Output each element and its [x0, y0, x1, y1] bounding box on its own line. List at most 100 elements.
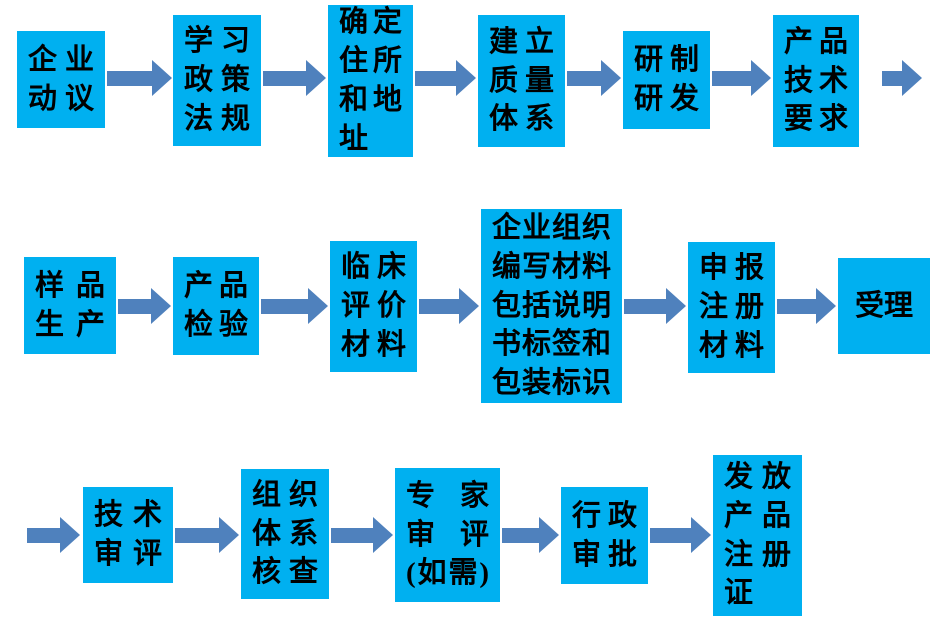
step-text-line: 企业 [28, 43, 94, 76]
arrow-shaft [263, 70, 306, 86]
step-text-line: 产品 [184, 270, 248, 303]
arrow-head [601, 60, 621, 96]
arrow-shaft [502, 527, 539, 543]
step-text-line: 政策 [184, 64, 250, 97]
step-text-line: 学习 [184, 25, 250, 58]
step-text-line: 企业组织 [492, 211, 611, 244]
arrow-shaft [712, 70, 751, 86]
step-text-line: 编写材料 [492, 250, 611, 283]
step-text-line: 研发 [634, 83, 699, 115]
arrow-shaft [331, 527, 373, 543]
step-text-line: 体系 [252, 517, 318, 550]
step-text-line: 检验 [184, 309, 248, 341]
arrow-head [152, 60, 172, 96]
step-text-line: 研制 [634, 44, 699, 77]
flow-step-issue-registration-certificate: 发放 产品 注册 证 [713, 455, 802, 616]
flow-step-acceptance: 受理 [838, 258, 930, 354]
arrow-head [539, 517, 559, 553]
flow-step-determine-address: 确定 住所 和地 址 [328, 5, 413, 157]
flow-step-quality-system-inspection: 组织 体系 核查 [241, 469, 329, 599]
step-text-line: 技术 [94, 499, 162, 532]
arrow-right-icon [175, 517, 239, 553]
arrow-right-icon [261, 288, 328, 324]
arrow-right-icon [107, 60, 172, 96]
arrow-head [816, 288, 836, 324]
flow-step-expert-review: 专家 审评 (如需) [395, 468, 500, 602]
flow-step-quality-system: 建立 质量 体系 [478, 15, 565, 147]
step-text-line: 动议 [28, 82, 94, 115]
step-text-line: 评价 [341, 290, 406, 323]
arrow-head [691, 517, 711, 553]
step-text-line: (如需) [406, 557, 489, 590]
step-text-line: 法规 [184, 102, 250, 135]
arrow-head [751, 60, 771, 96]
arrow-shaft [261, 298, 308, 314]
arrow-right-icon [712, 60, 771, 96]
step-text-line: 受理 [854, 289, 913, 322]
step-text-line: 材料 [699, 329, 764, 362]
flow-step-research-development: 研制 研发 [623, 31, 710, 129]
arrow-shaft [624, 298, 666, 314]
flow-step-prepare-materials: 企业组织 编写材料 包括说明 书标签和 包装标识 [481, 209, 622, 403]
arrow-head [902, 60, 922, 96]
flow-step-product-tech-requirements: 产品 技术 要求 [773, 15, 859, 147]
step-text-line: 注册 [699, 291, 764, 324]
arrow-head [306, 60, 326, 96]
step-text-line: 址 [339, 122, 369, 155]
flow-step-submit-registration-materials: 申报 注册 材料 [688, 242, 775, 373]
step-text-line: 产品 [784, 25, 848, 58]
arrow-shaft [882, 70, 902, 86]
step-text-line: 审评 [406, 518, 489, 551]
step-text-line: 确定 [339, 6, 402, 39]
step-text-line: 质量 [489, 64, 554, 97]
arrow-shaft [419, 298, 459, 314]
flow-step-enterprise-proposal: 企业 动议 [17, 31, 105, 128]
arrow-shaft [415, 70, 456, 86]
flow-step-study-policies: 学习 政策 法规 [173, 15, 261, 146]
step-text-line: 书标签和 [492, 328, 611, 361]
arrow-head [308, 288, 328, 324]
step-text-line: 审批 [572, 538, 637, 571]
arrow-right-icon [624, 288, 686, 324]
step-text-line: 核查 [252, 556, 318, 589]
step-text-line: 包括说明 [492, 289, 611, 322]
arrow-head [666, 288, 686, 324]
step-text-line: 建立 [489, 25, 554, 58]
arrow-right-icon [777, 288, 836, 324]
arrow-head [459, 288, 479, 324]
step-text-line: 包装标识 [492, 367, 611, 400]
step-text-line: 发放 [724, 460, 791, 493]
flow-step-administrative-approval: 行政 审批 [561, 487, 648, 584]
arrow-right-icon [882, 60, 922, 96]
arrow-head [151, 288, 171, 324]
step-text-line: 行政 [572, 499, 637, 532]
arrow-shaft [107, 70, 152, 86]
flow-step-product-inspection: 产品 检验 [173, 257, 259, 355]
step-text-line: 技术 [784, 64, 848, 97]
arrow-shaft [777, 298, 816, 314]
step-text-line: 注册 [724, 538, 791, 571]
step-text-line: 体系 [489, 103, 554, 136]
arrow-right-icon [118, 288, 171, 324]
step-text-line: 专家 [406, 479, 489, 512]
step-text-line: 住所 [339, 45, 402, 78]
flow-step-sample-production: 样品 生产 [24, 257, 116, 354]
arrow-head [219, 517, 239, 553]
step-text-line: 申报 [699, 252, 764, 285]
step-text-line: 产品 [724, 499, 791, 532]
arrow-shaft [118, 298, 151, 314]
arrow-shaft [650, 527, 691, 543]
arrow-right-icon [27, 517, 80, 553]
step-text-line: 材料 [341, 328, 406, 361]
step-text-line: 要求 [784, 103, 848, 136]
arrow-right-icon [419, 288, 479, 324]
arrow-head [60, 517, 80, 553]
arrow-shaft [27, 527, 60, 543]
step-text-line: 组织 [252, 478, 318, 511]
flow-step-clinical-evaluation: 临床 评价 材料 [330, 241, 417, 372]
step-text-line: 生产 [35, 308, 105, 341]
flow-step-technical-review: 技术 审评 [83, 487, 173, 583]
arrow-right-icon [263, 60, 326, 96]
arrow-head [456, 60, 476, 96]
